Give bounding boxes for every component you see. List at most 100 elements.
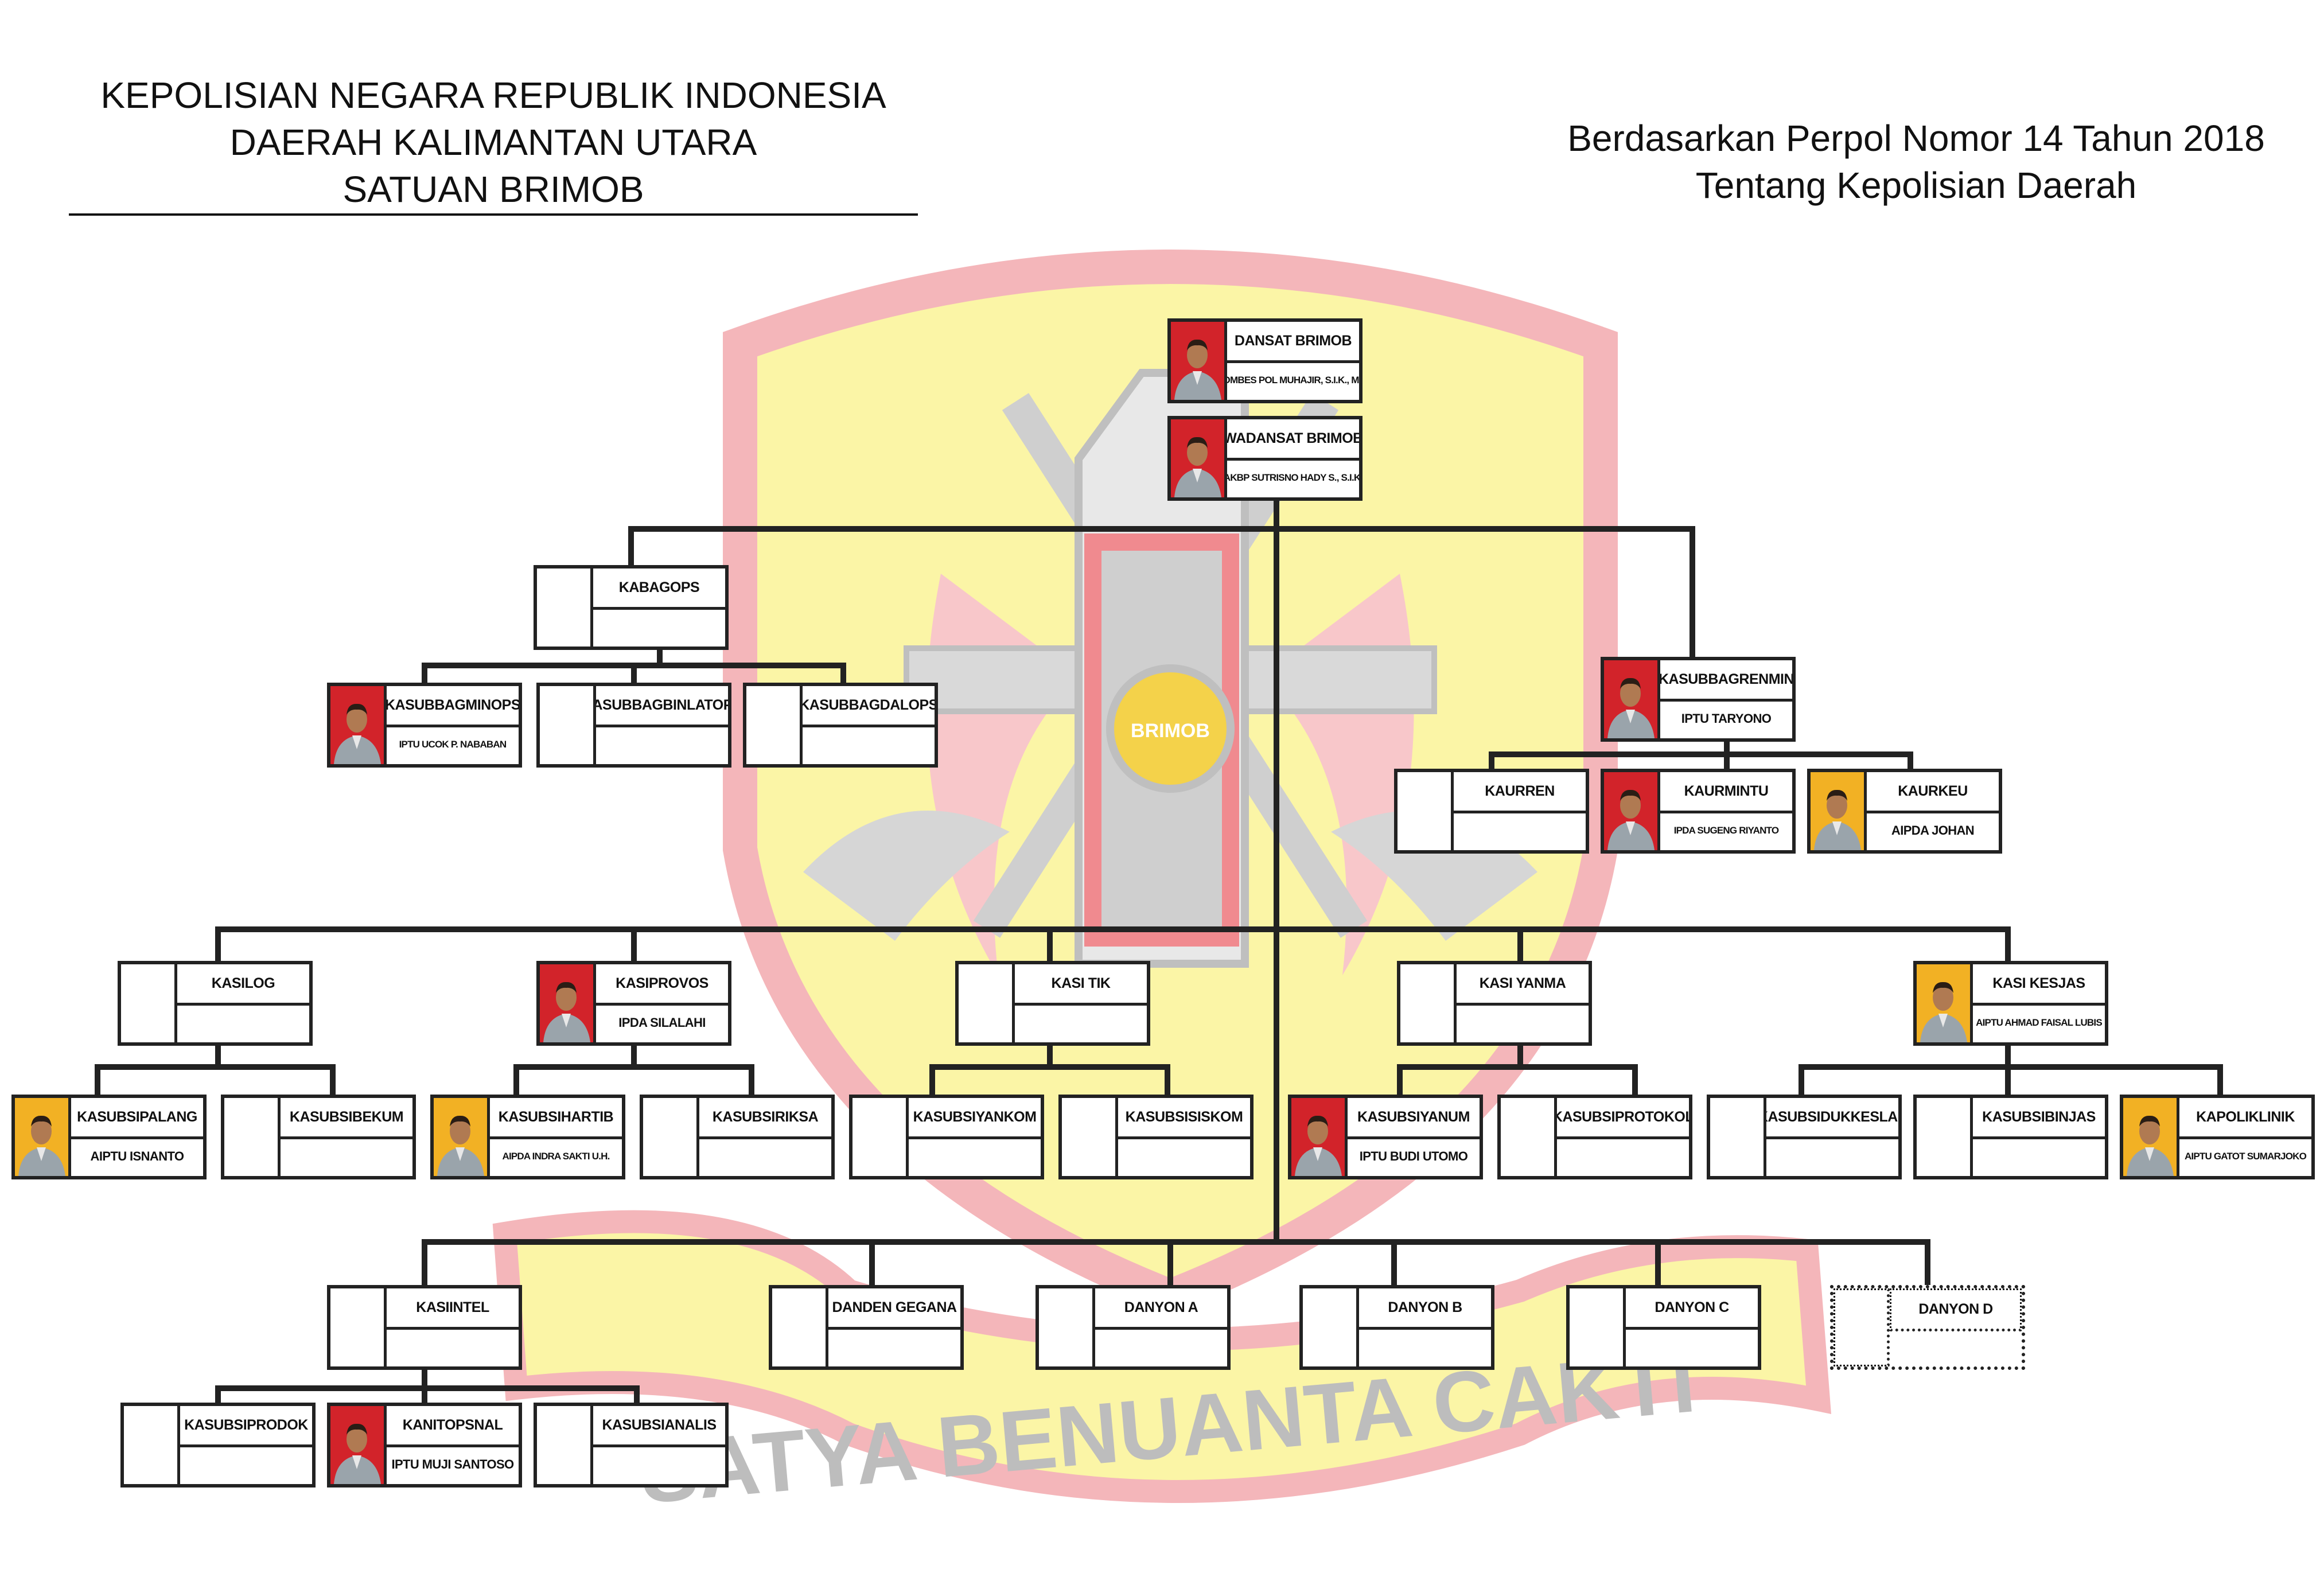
node-kasubsiprotokol: KASUBSIPROTOKOL [1497,1095,1692,1179]
position-title: KASUBSIANALIS [593,1406,725,1447]
officer-portrait-icon [330,1406,384,1484]
officer-name [1015,1003,1147,1042]
officer-name [1626,1327,1758,1366]
header-regulation: Berdasarkan Perpol Nomor 14 Tahun 2018 T… [1503,115,2324,209]
node-kabagops: KABAGOPS [534,565,729,650]
node-kasubsiyankom: KASUBSIYANKOM [849,1095,1044,1179]
officer-photo-avatar [1604,660,1660,738]
officer-photo-avatar [330,1406,387,1484]
officer-portrait-icon [1604,772,1657,850]
officer-name [1095,1327,1227,1366]
officer-name: AKBP SUTRISNO HADY S., S.I.K. [1227,472,1359,483]
position-title: DANYON B [1359,1288,1491,1330]
node-danyon-b: DANYON B [1299,1285,1494,1370]
node-kaurkeu: KAURKEU AIPDA JOHAN [1807,769,2002,854]
node-kasubsisiskom: KASUBSISISKOM [1058,1095,1254,1179]
officer-photo-avatar [1604,772,1660,850]
photo-placeholder [537,1406,593,1484]
position-title: KASI KESJAS [1973,964,2105,1006]
node-danyon-d: DANYON D [1830,1285,2025,1370]
position-title: DANYON C [1626,1288,1758,1330]
officer-photo-avatar [434,1098,490,1176]
officer-photo-avatar [15,1098,71,1176]
position-title: DANYON A [1095,1288,1227,1330]
officer-portrait-icon [434,1098,487,1176]
officer-name [177,1003,309,1042]
photo-placeholder [1039,1288,1095,1366]
node-dansat-brimob: DANSAT BRIMOBKOMBES POL MUHAJIR, S.I.K.,… [1167,318,1363,403]
node-kasi-yanma: KASI YANMA [1397,961,1592,1046]
photo-placeholder [1833,1288,1890,1366]
photo-placeholder [1397,772,1454,850]
position-title: KASUBSISISKOM [1118,1098,1250,1139]
position-title: KAURREN [1454,772,1586,813]
position-title: KASUBBAGDALOPS [803,686,935,727]
photo-placeholder [746,686,803,764]
officer-portrait-icon [15,1098,68,1176]
header-underline [69,213,918,216]
position-title: KANITOPSNAL [387,1406,519,1447]
officer-name: AIPDA JOHAN [1891,823,1975,838]
officer-name [1890,1327,2022,1366]
position-title: DANDEN GEGANA [828,1288,960,1330]
node-kasubsiriksa: KASUBSIRIKSA [640,1095,835,1179]
node-kasubsibinjas: KASUBSIBINJAS [1913,1095,2108,1179]
node-kasubbagbinlatops: KASUBBAGBINLATOPS [536,683,731,768]
header-line-3: SATUAN BRIMOB [342,169,644,210]
officer-name: KOMBES POL MUHAJIR, S.I.K., M.H. [1227,374,1359,385]
position-title: KASUBSIPALANG [71,1098,203,1139]
photo-placeholder [1303,1288,1359,1366]
officer-photo-avatar [540,964,596,1042]
position-title: KASUBSIBEKUM [281,1098,412,1139]
officer-name [1766,1136,1898,1176]
photo-placeholder [1570,1288,1626,1366]
emblem-hornbill-icon [803,810,1010,941]
officer-name: IPDA SILALAHI [618,1015,706,1030]
officer-portrait-icon [330,686,384,764]
officer-name [828,1327,960,1366]
position-title: KASUBSIBINJAS [1973,1098,2105,1139]
officer-portrait-icon [1171,322,1224,400]
officer-photo-avatar [1291,1098,1348,1176]
node-kasubbagdalops: KASUBBAGDALOPS [743,683,938,768]
emblem-ring-text: BRIMOB [1131,720,1210,742]
officer-portrait-icon [1291,1098,1345,1176]
header-organization: KEPOLISIAN NEGARA REPUBLIK INDONESIA DAE… [69,72,918,213]
officer-photo-avatar [330,686,387,764]
photo-placeholder [540,686,596,764]
officer-name [1457,1003,1589,1042]
officer-name [596,725,728,764]
node-kasubsidukkeslap: KASUBSIDUKKESLAP [1707,1095,1902,1179]
position-title: KAPOLIKLINIK [2179,1098,2311,1139]
officer-photo-avatar [1811,772,1867,850]
position-title: KAURKEU [1867,772,1999,813]
photo-placeholder [852,1098,909,1176]
photo-placeholder [772,1288,828,1366]
position-title: KASI YANMA [1457,964,1589,1006]
officer-name [699,1136,831,1176]
position-title: KASUBSIYANKOM [909,1098,1041,1139]
photo-placeholder [537,568,593,647]
node-danyon-a: DANYON A [1036,1285,1231,1370]
officer-name: IPTU UCOK P. NABABAN [399,738,507,750]
officer-photo-avatar [1171,322,1227,400]
officer-name [281,1136,412,1176]
photo-placeholder [224,1098,281,1176]
position-title: KASUBSIHARTIB [490,1098,622,1139]
position-title: KASUBSIYANUM [1348,1098,1480,1139]
position-title: KASUBSIRIKSA [699,1098,831,1139]
officer-name: AIPDA INDRA SAKTI U.H. [502,1150,610,1162]
position-title: KASUBBAGRENMIN [1660,660,1792,702]
node-kasubbagminops: KASUBBAGMINOPS IPTU UCOK P. NABABAN [327,683,522,768]
node-kasubsianalis: KASUBSIANALIS [534,1403,729,1487]
position-title: KASUBBAGMINOPS [387,686,519,727]
position-title: DANYON D [1890,1288,2022,1331]
officer-name: IPDA SUGENG RIYANTO [1673,824,1779,836]
officer-name [1359,1327,1491,1366]
